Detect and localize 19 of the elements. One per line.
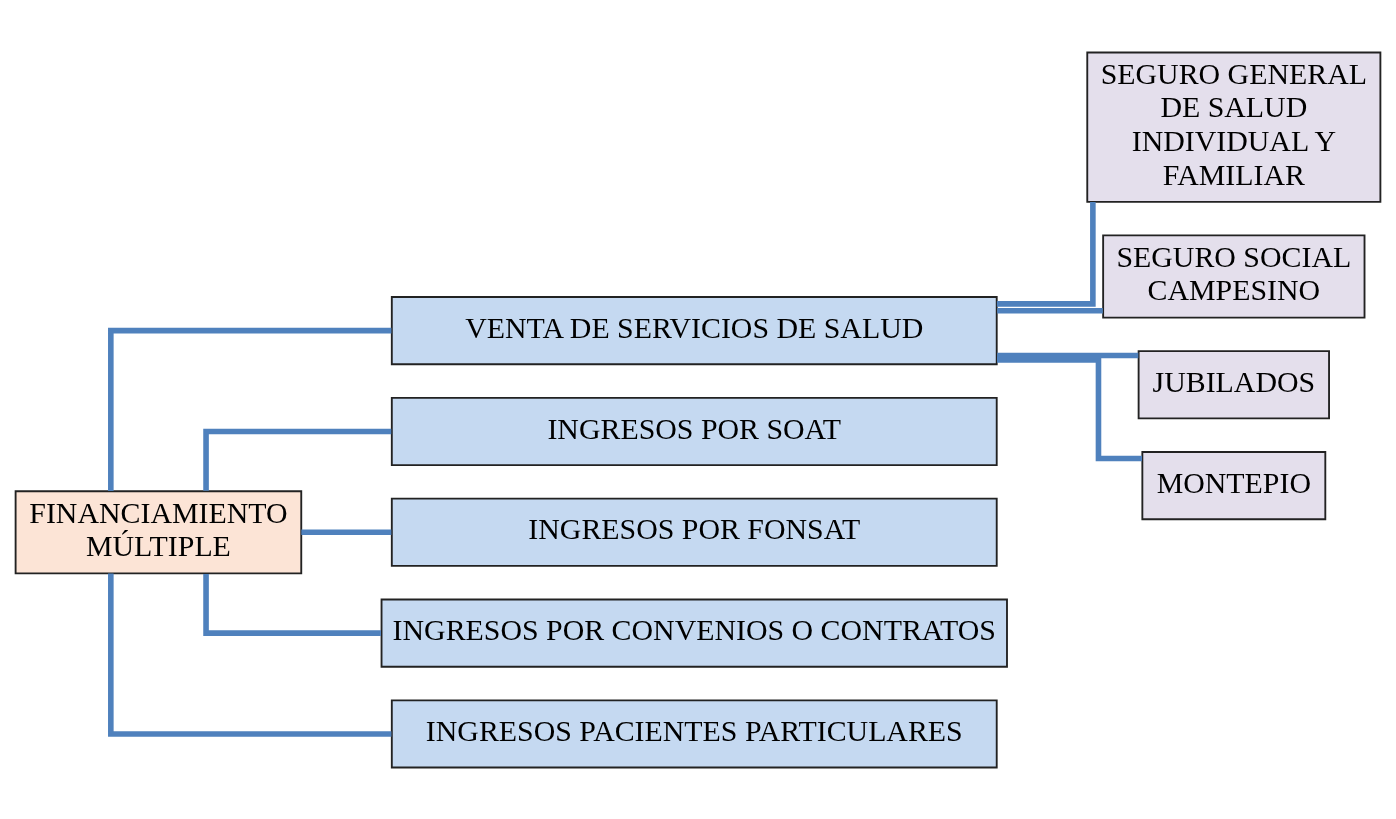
connector [997,307,1103,314]
node-box: SEGURO SOCIAL CAMPESINO [1102,234,1366,318]
node-box: INGRESOS PACIENTES PARTICULARES [390,698,998,768]
connector [108,573,392,737]
node-box: VENTA DE SERVICIOS DE SALUD [390,295,998,365]
node-box: MONTEPIO [1141,450,1327,520]
connector [203,573,381,636]
connector [203,428,392,491]
node-box: SEGURO GENERAL DE SALUD INDIVIDUAL Y FAMILIAR [1086,51,1382,203]
connector [108,327,392,491]
node-box: INGRESOS POR FONSAT [390,497,998,567]
node-box: INGRESOS POR SOAT [390,396,998,466]
connector [997,356,1143,461]
node-box: JUBILADOS [1137,349,1330,419]
connector [996,201,1096,307]
connector [301,529,392,535]
connector [997,352,1139,358]
node-box: FINANCIAMIENTO MÚLTIPLE [14,489,303,574]
node-box: INGRESOS POR CONVENIOS O CONTRATOS [380,598,1008,668]
